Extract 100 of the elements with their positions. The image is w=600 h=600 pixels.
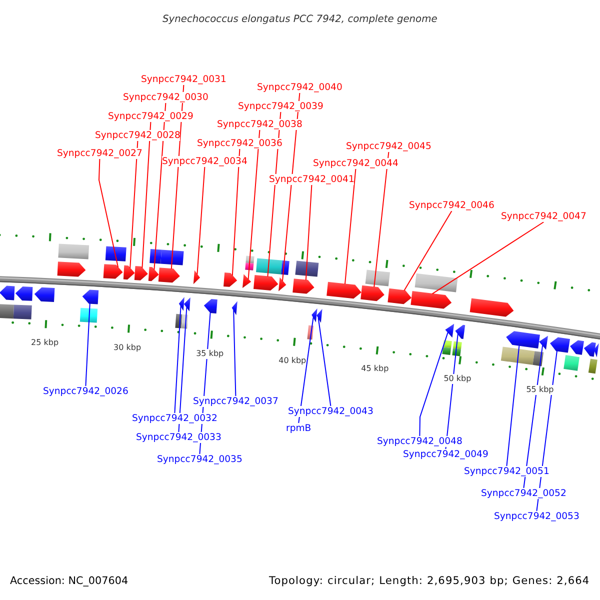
leader-line (85, 303, 90, 386)
gene-label: Synpcc7942_0036 (197, 138, 282, 149)
leader-line (174, 306, 182, 414)
leader-line (432, 222, 544, 294)
gene-feature (184, 297, 190, 312)
gene-label: Synpcc7942_0038 (217, 119, 302, 130)
gene-feature (410, 291, 452, 309)
gene-label: Synpcc7942_0043 (288, 406, 374, 417)
gene-feature (134, 266, 148, 280)
gene-label: Synpcc7942_0048 (377, 436, 462, 447)
gene-label: Synpcc7942_0031 (141, 74, 226, 85)
gene-label: Synpcc7942_0028 (95, 130, 180, 141)
feature-block (414, 273, 458, 292)
gene-label: rpmB (286, 423, 312, 434)
diagram-title: Synechococcus elongatus PCC 7942, complete genome (162, 14, 438, 26)
gene-feature (103, 264, 123, 279)
leader-line (506, 345, 520, 466)
leader-line (298, 317, 314, 424)
gene-feature (15, 286, 33, 301)
gene-label: Synpcc7942_0040 (257, 82, 342, 93)
feature-block (564, 355, 580, 371)
gene-label: Synpcc7942_0053 (494, 511, 580, 522)
feature-block (442, 347, 451, 355)
gene-feature (292, 278, 314, 294)
feature-block (588, 358, 598, 374)
leader-line (232, 148, 240, 276)
gene-feature (360, 285, 384, 302)
gene-label: Synpcc7942_0045 (346, 141, 432, 152)
feature-block (452, 348, 461, 356)
gene-label: Synpcc7942_0030 (123, 92, 208, 103)
feature-block (181, 314, 188, 329)
scale-label: 40 kbp (278, 356, 306, 366)
gene-label: Synpcc7942_0026 (43, 386, 128, 397)
leader-line (374, 152, 390, 288)
gene-feature (232, 301, 238, 316)
gene-label: Synpcc7942_0044 (313, 158, 398, 169)
leader-line (178, 306, 188, 432)
leader-line (344, 168, 356, 284)
gene-label: Synpcc7942_0039 (238, 101, 324, 112)
leader-line (248, 130, 260, 280)
gene-feature (204, 299, 218, 314)
gene-feature (312, 308, 318, 322)
feature-block (245, 262, 254, 270)
feature-block (307, 325, 314, 340)
genome-summary-text: Topology: circular; Length: 2,695,903 bp; Genes: 2,664 (269, 575, 590, 588)
feature-block (80, 308, 98, 323)
gene-feature (455, 324, 466, 339)
leader-line (142, 122, 152, 268)
scale-label: 35 kbp (196, 348, 224, 359)
gene-label: Synpcc7942_0029 (108, 111, 194, 122)
leader-line (196, 166, 206, 275)
gene-label: Synpcc7942_0047 (501, 211, 586, 222)
gene-label: Synpcc7942_0035 (157, 454, 242, 465)
gene-feature (570, 340, 584, 355)
gene-feature (34, 287, 55, 302)
feature-block (443, 340, 452, 348)
feature-block (532, 351, 544, 366)
leader-line (98, 158, 119, 268)
accession-text: Accession: NC_007604 (10, 575, 128, 588)
gene-label: Synpcc7942_0049 (403, 449, 488, 460)
feature-block (105, 246, 126, 262)
gene-feature (316, 308, 322, 323)
gene-feature (123, 265, 135, 280)
gene-feature (178, 297, 184, 311)
leader-line (233, 310, 236, 396)
scale-label: 30 kbp (114, 342, 142, 353)
gene-label: Synpcc7942_0051 (464, 466, 550, 477)
gene-label: Synpcc7942_0034 (162, 156, 248, 167)
leader-line (404, 210, 452, 291)
leader-line (523, 344, 544, 488)
scale-label: 45 kbp (361, 364, 389, 374)
leader-line (419, 332, 448, 436)
gene-label: Synpcc7942_0037 (193, 396, 278, 407)
feature-block (0, 304, 14, 319)
scale-label: 55 kbp (526, 385, 554, 396)
gene-label: Synpcc7942_0027 (57, 148, 142, 159)
feature-block (58, 244, 90, 260)
gene-feature (388, 288, 412, 304)
gene-feature (470, 298, 514, 317)
feature-block (175, 314, 182, 328)
leader-line (154, 102, 166, 270)
gene-feature (242, 274, 252, 288)
gene-feature (326, 282, 362, 299)
scale-label: 25 kbp (31, 338, 59, 348)
feature-block (13, 304, 32, 320)
feature-block (246, 256, 254, 264)
gene-label: Synpcc7942_0046 (409, 200, 494, 211)
scale-label: 50 kbp (444, 374, 472, 384)
gene-feature (57, 262, 86, 277)
feature-block (365, 270, 390, 286)
gene-feature (594, 343, 599, 358)
gene-feature (445, 324, 454, 338)
gene-feature (550, 337, 570, 353)
feature-block (295, 260, 319, 277)
gene-label: Synpcc7942_0041 (269, 174, 354, 185)
feature-block (453, 341, 462, 350)
gene-label: Synpcc7942_0032 (132, 413, 218, 424)
gene-feature (193, 270, 200, 284)
gene-feature (584, 342, 596, 357)
leader-line (130, 140, 138, 269)
